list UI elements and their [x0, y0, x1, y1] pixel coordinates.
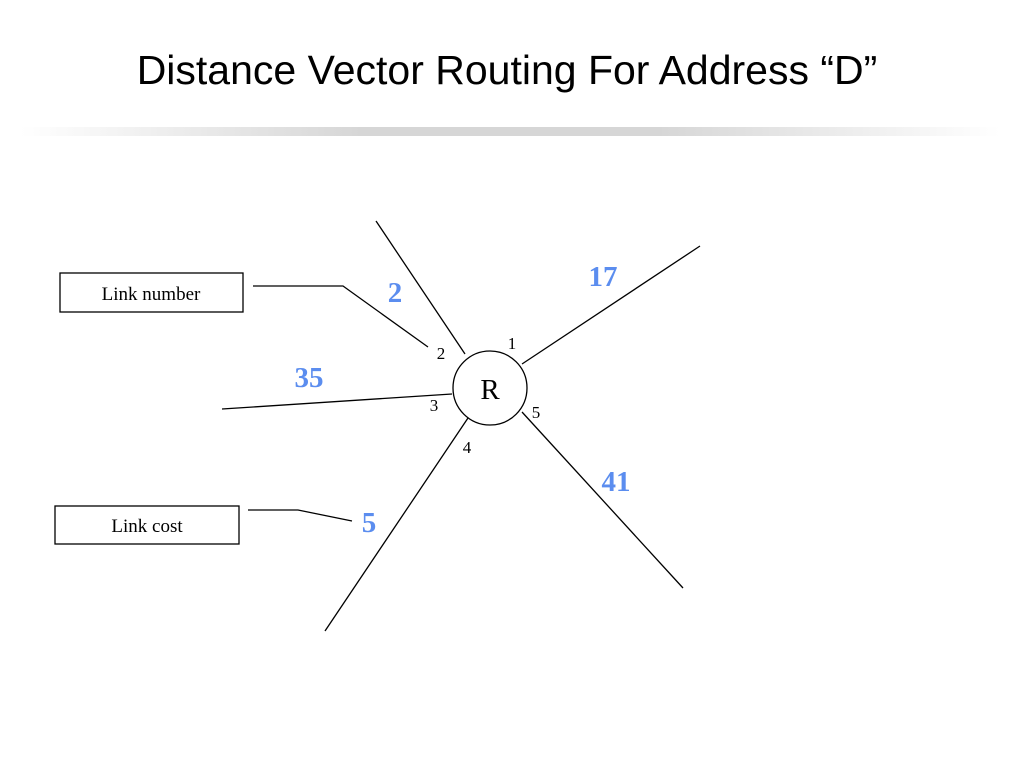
link-cost-2: 2 [388, 277, 403, 309]
router-node [452, 350, 528, 426]
title-divider [20, 127, 1000, 136]
link-line-5 [521, 411, 684, 589]
link-number-2: 2 [437, 344, 446, 363]
link-cost-5: 41 [602, 466, 631, 498]
link-number-callout-label: Link number [102, 284, 201, 305]
link-number-leader-line [253, 285, 429, 348]
link-line-4 [324, 417, 469, 632]
link-line-2 [375, 220, 466, 355]
link-line-3 [221, 393, 453, 410]
router-label: R [480, 374, 500, 406]
link-line-1 [521, 245, 701, 365]
link-number-5: 5 [532, 403, 541, 422]
link-cost-3: 35 [295, 362, 324, 394]
link-number-callout-box [59, 272, 244, 313]
link-cost-callout-label: Link cost [111, 516, 183, 537]
link-cost-leader-line [248, 509, 353, 522]
link-cost-1: 17 [589, 261, 618, 293]
link-number-3: 3 [430, 396, 439, 415]
link-cost-callout-box [54, 505, 240, 545]
link-number-4: 4 [463, 438, 472, 457]
link-cost-4: 5 [362, 507, 377, 539]
slide-title: Distance Vector Routing For Address “D” [136, 47, 878, 93]
link-number-1: 1 [508, 334, 517, 353]
